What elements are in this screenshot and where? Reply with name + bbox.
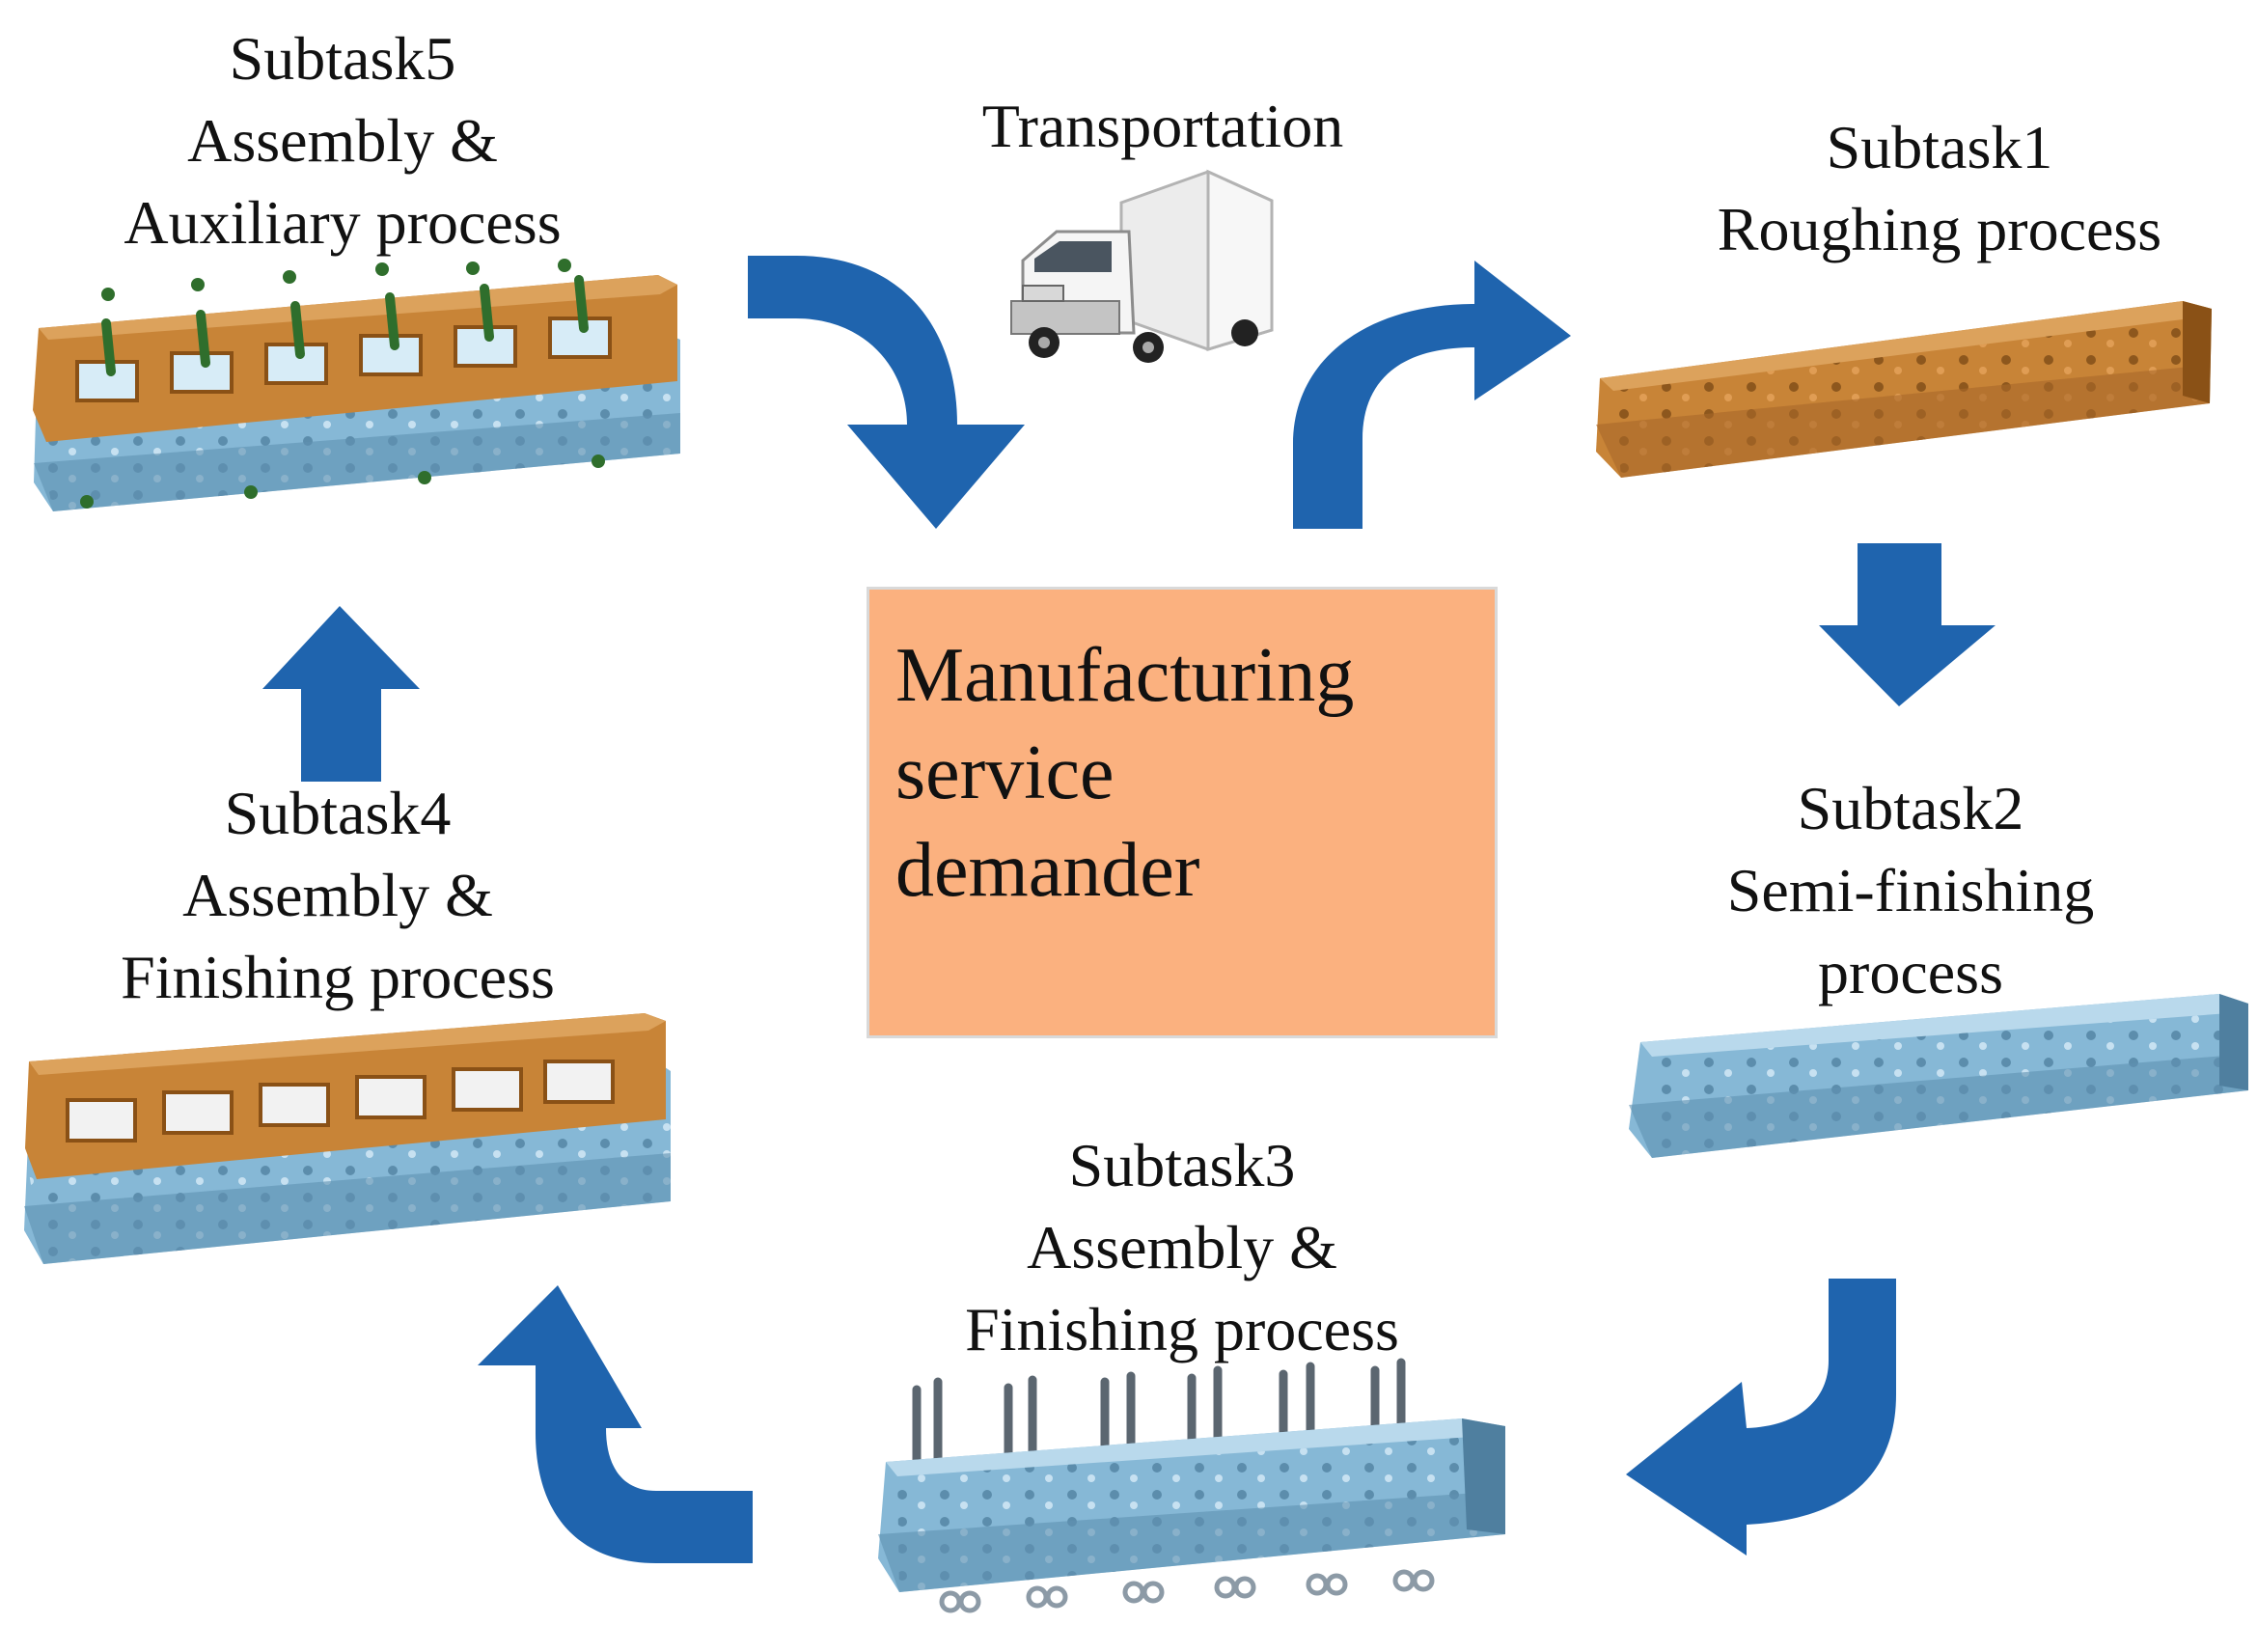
flow-arrow-subtask3-to-subtask4 bbox=[478, 1285, 753, 1563]
subtask5-label: Subtask5 Assembly & Auxiliary process bbox=[39, 17, 647, 263]
center-label-line-3: demander bbox=[895, 828, 1200, 913]
subtask4-line-1: Assembly & bbox=[182, 861, 493, 929]
center-label: Manufacturing service demander bbox=[895, 627, 1354, 920]
subtask5-title: Subtask5 bbox=[229, 24, 456, 93]
subtask5-part-image bbox=[33, 259, 680, 511]
flow-arrow-center-to-subtask1 bbox=[1293, 261, 1571, 529]
subtask4-part-image bbox=[24, 1013, 671, 1264]
subtask3-line-1: Assembly & bbox=[1027, 1213, 1337, 1281]
subtask4-label: Subtask4 Assembly & Finishing process bbox=[48, 772, 627, 1018]
center-label-line-1: Manufacturing bbox=[895, 633, 1355, 718]
center-box bbox=[867, 587, 1498, 1038]
subtask1-line-1: Roughing process bbox=[1717, 195, 2162, 263]
subtask4-title: Subtask4 bbox=[224, 779, 452, 847]
subtask1-title: Subtask1 bbox=[1826, 113, 2053, 181]
subtask3-line-2: Finishing process bbox=[965, 1295, 1399, 1363]
subtask4-line-2: Finishing process bbox=[121, 943, 555, 1011]
subtask5-line-1: Assembly & bbox=[187, 106, 498, 175]
subtask2-part-image bbox=[1629, 994, 2248, 1158]
subtask2-label: Subtask2 Semi-finishing process bbox=[1640, 767, 2181, 1013]
subtask3-part-image bbox=[878, 1358, 1505, 1613]
subtask3-title: Subtask3 bbox=[1068, 1131, 1296, 1199]
subtask5-line-2: Auxiliary process bbox=[124, 188, 562, 257]
transportation-label-text: Transportation bbox=[981, 92, 1344, 160]
transportation-label: Transportation bbox=[926, 85, 1399, 167]
subtask2-title: Subtask2 bbox=[1797, 774, 2024, 842]
subtask1-part-image bbox=[1596, 301, 2212, 478]
center-label-line-2: service bbox=[895, 730, 1115, 815]
subtask1-label: Subtask1 Roughing process bbox=[1640, 106, 2239, 270]
subtask3-label: Subtask3 Assembly & Finishing process bbox=[888, 1124, 1476, 1370]
subtask2-line-1: Semi-finishing bbox=[1726, 856, 2095, 924]
flow-arrow-subtask1-to-subtask2 bbox=[1819, 543, 1996, 706]
flow-arrow-subtask5-to-center bbox=[748, 256, 1025, 529]
subtask2-line-2: process bbox=[1818, 938, 2003, 1006]
center-box-fill bbox=[867, 587, 1498, 1038]
flow-arrow-subtask4-to-subtask5 bbox=[262, 606, 420, 782]
flow-arrow-subtask2-to-subtask3 bbox=[1626, 1279, 1896, 1556]
delivery-truck-icon bbox=[1010, 169, 1274, 363]
